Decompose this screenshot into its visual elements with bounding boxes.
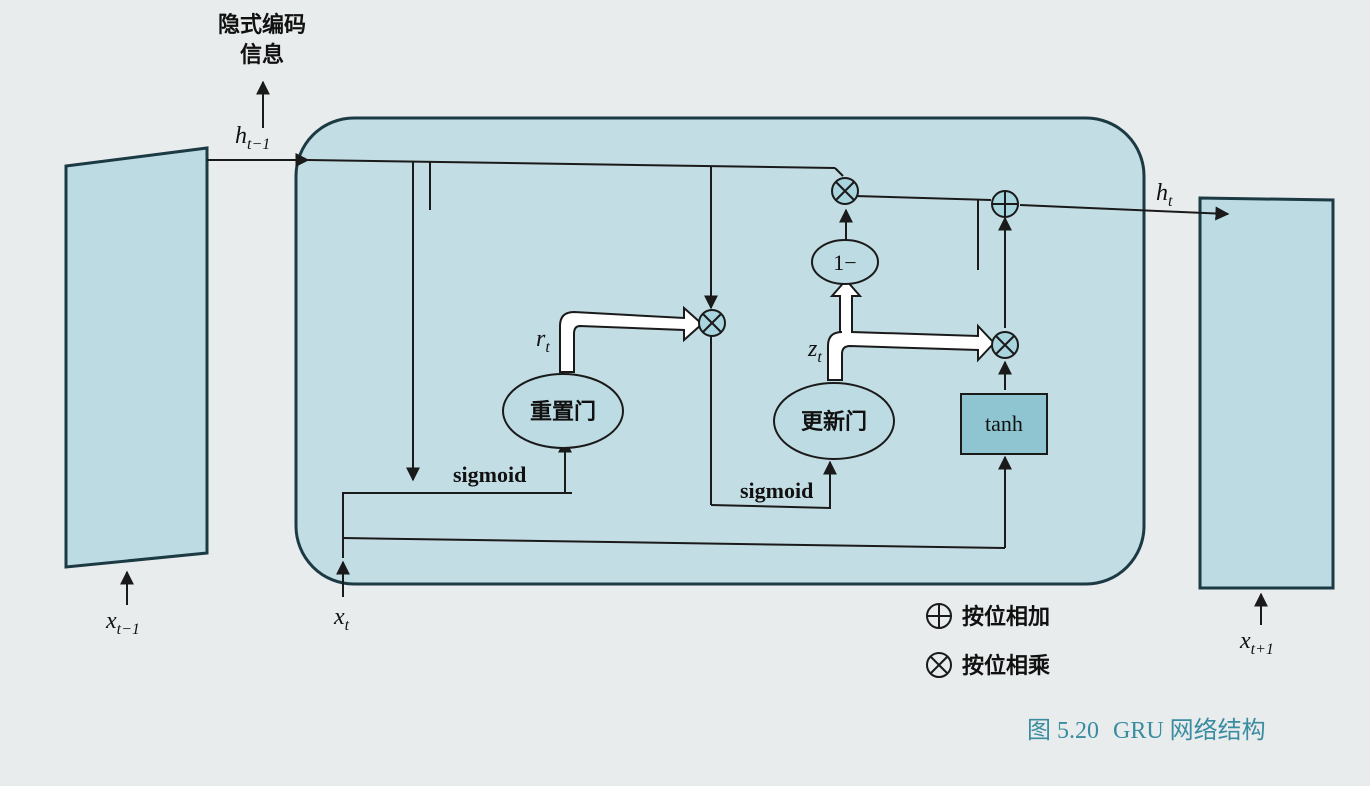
z-t-hollow-arrow (827, 278, 996, 381)
reset-gate (502, 373, 624, 449)
r-t-label: rt (536, 326, 550, 356)
z-t-label: zt (807, 336, 822, 366)
legend-add-icon (926, 603, 952, 629)
x-input-bus (342, 492, 572, 558)
legend-multiply-label: 按位相乘 (962, 653, 1050, 679)
reset-multiply-op (698, 309, 726, 337)
bus-to-update-gate (710, 460, 837, 510)
hidden-info-label-line1: 隐式编码 (218, 12, 306, 38)
tanh-box (960, 393, 1048, 455)
one-minus-label: 1− (833, 250, 856, 275)
x-input-bus-lower (342, 537, 1006, 549)
reset-gate-label: 重置门 (530, 399, 596, 425)
h-prev-label: ht−1 (235, 123, 270, 153)
sigmoid-left-label: sigmoid (453, 462, 526, 487)
h-t-label: ht (1156, 180, 1173, 210)
h-output-line (1019, 204, 1230, 221)
one-minus-node (811, 239, 879, 285)
legend-multiply-icon (926, 652, 952, 678)
legend-add-label: 按位相加 (962, 604, 1050, 630)
x-next-label: xt+1 (1239, 628, 1274, 658)
right-multiply-op (991, 331, 1019, 359)
add-op (991, 190, 1019, 218)
gru-cell (294, 116, 1146, 586)
h-to-mult-top (834, 167, 844, 177)
update-gate (773, 382, 895, 460)
x-prev-label: xt−1 (105, 608, 140, 638)
next-cell (1198, 196, 1335, 590)
sigmoid-right-label: sigmoid (740, 478, 813, 503)
prev-cell (64, 146, 209, 569)
update-gate-label: 更新门 (801, 409, 867, 435)
tanh-label: tanh (985, 411, 1023, 436)
r-t-hollow-arrow (559, 305, 704, 373)
h-state-line (307, 159, 836, 169)
h-state-line-2 (854, 195, 992, 201)
hidden-info-label-line2: 信息 (240, 42, 284, 68)
x-t-label: xt (333, 604, 350, 634)
top-multiply-op (831, 177, 859, 205)
